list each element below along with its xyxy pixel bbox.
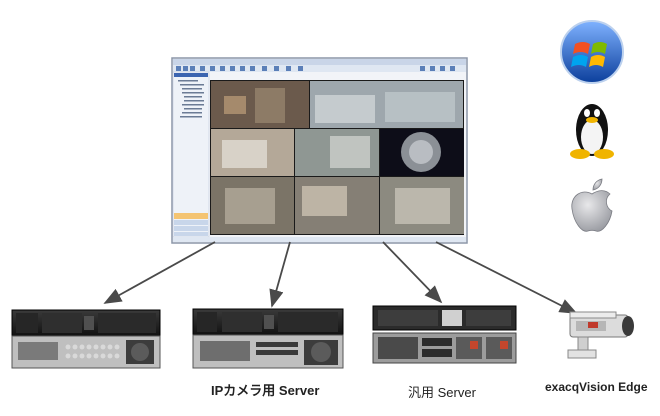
arrow-to-dvr-server bbox=[103, 241, 216, 304]
ip-camera-server-image bbox=[192, 308, 344, 369]
generic-server-image bbox=[372, 305, 517, 364]
windows-logo-icon bbox=[560, 20, 624, 84]
generic-server-caption: 汎用 Server bbox=[408, 385, 476, 400]
vms-software-window bbox=[171, 57, 468, 244]
connection-arrows bbox=[103, 241, 578, 314]
camera-tile-grid bbox=[211, 81, 464, 234]
ip-camera-server-caption: IPカメラ用 Server bbox=[211, 383, 320, 398]
linux-tux-icon bbox=[570, 104, 614, 159]
dvr-server-image bbox=[11, 309, 161, 369]
exacqvision-edge-camera-image bbox=[567, 311, 634, 359]
edge-camera-caption: exacqVision Edge bbox=[545, 380, 648, 394]
arrow-to-ip-camera-server bbox=[269, 241, 291, 308]
apple-logo-icon bbox=[571, 178, 613, 232]
arrow-to-edge-camera bbox=[435, 241, 578, 314]
arrow-to-generic-server bbox=[382, 241, 443, 304]
